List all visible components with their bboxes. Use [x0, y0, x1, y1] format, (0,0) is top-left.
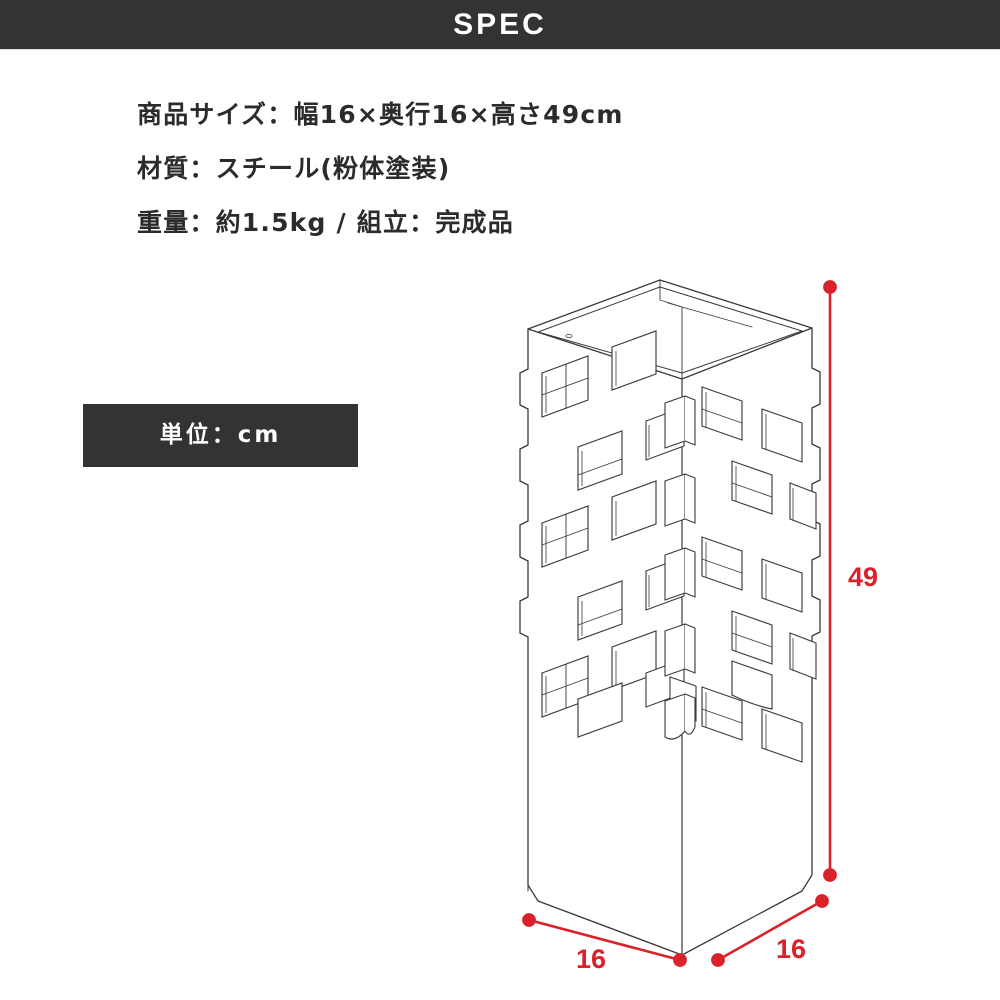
dimension-height — [823, 280, 837, 882]
spec-header-bar: SPEC — [0, 0, 1000, 50]
spec-line-size: 商品サイズ：幅16×奥行16×高さ49cm — [137, 100, 624, 129]
unit-badge: 単位：cm — [83, 404, 358, 467]
unit-badge-label: 単位：cm — [159, 422, 282, 448]
dimension-depth-label: 16 — [776, 934, 807, 964]
dimension-lines — [522, 280, 837, 967]
perforation-pattern-corner — [664, 395, 696, 740]
dimension-width-label: 16 — [576, 944, 607, 974]
page-title: SPEC — [453, 8, 547, 41]
product-illustration — [480, 255, 930, 995]
dimension-width — [522, 913, 687, 967]
spec-line-weight: 重量：約1.5kg / 組立：完成品 — [137, 208, 514, 237]
dimension-height-label: 49 — [848, 562, 879, 592]
spec-text-block: 商品サイズ：幅16×奥行16×高さ49cm 材質：スチール(粉体塗装) 重量：約… — [137, 88, 777, 250]
perforation-pattern-left — [541, 330, 685, 738]
umbrella-stand-line-drawing — [519, 279, 837, 967]
dimension-depth — [711, 894, 829, 967]
spec-line-material: 材質：スチール(粉体塗装) — [137, 154, 451, 183]
